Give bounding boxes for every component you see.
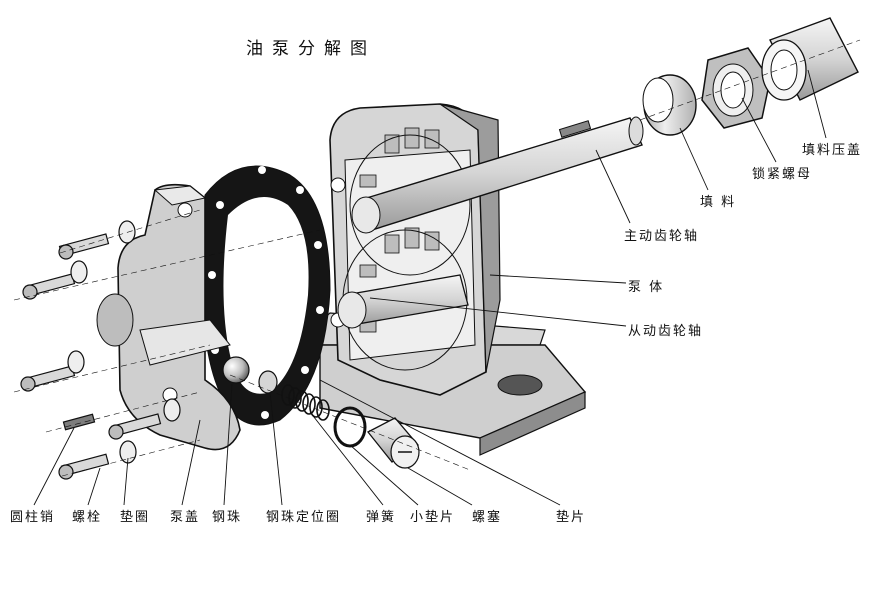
label-spring: 弹簧 — [366, 510, 397, 525]
small-gasket — [333, 406, 367, 448]
label-steel-ball: 钢珠 — [212, 510, 243, 525]
label-dowel-pin: 圆柱销 — [10, 510, 56, 525]
spring — [281, 384, 330, 421]
plug — [366, 417, 420, 469]
label-ball-seat-ring: 钢珠定位圈 — [266, 510, 342, 525]
label-packing-cap: 填料压盖 — [802, 143, 863, 158]
leader-lines — [33, 69, 827, 506]
packing-cap — [761, 17, 859, 101]
label-plug: 螺塞 — [472, 510, 503, 525]
driven-gear-shaft — [337, 274, 469, 329]
drive-gear-shaft — [351, 116, 644, 234]
gasket — [201, 165, 331, 426]
diagram-title: 油泵分解图 — [246, 39, 376, 59]
pump-cover — [96, 183, 241, 451]
label-lock-nut: 锁紧螺母 — [752, 167, 813, 182]
label-pump-body: 泵 体 — [628, 280, 665, 295]
ball-seat-ring — [258, 370, 278, 394]
packing — [642, 74, 697, 136]
steel-ball — [222, 356, 250, 384]
dowel-pin — [62, 413, 96, 431]
label-packing: 填 料 — [700, 195, 737, 210]
label-driven-gear-shaft: 从动齿轮轴 — [628, 324, 704, 339]
lock-nut — [701, 47, 771, 129]
label-bolt: 螺栓 — [72, 510, 103, 525]
label-small-gasket: 小垫片 — [410, 510, 456, 525]
label-drive-gear-shaft: 主动齿轮轴 — [624, 229, 700, 244]
label-washer: 垫圈 — [120, 510, 151, 525]
label-gasket: 垫片 — [556, 510, 587, 525]
center-lines — [13, 39, 861, 477]
label-pump-cover: 泵盖 — [170, 510, 201, 525]
bolts-and-washers — [20, 220, 181, 480]
